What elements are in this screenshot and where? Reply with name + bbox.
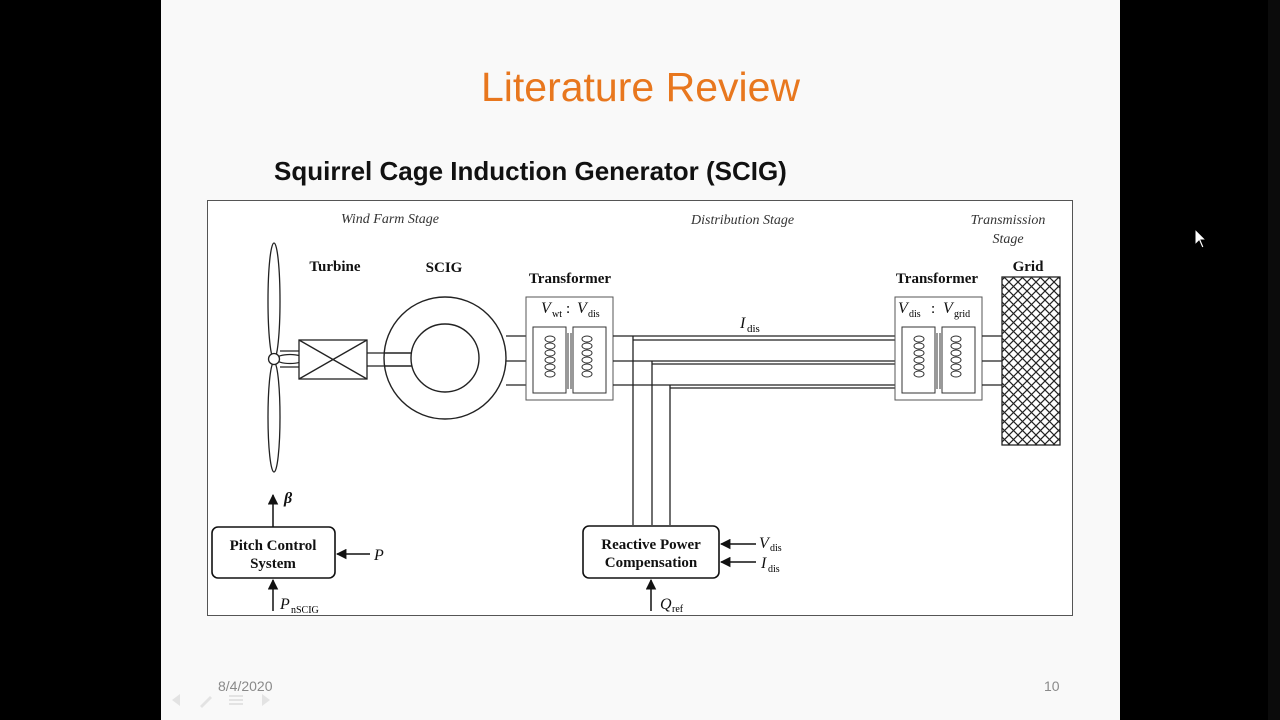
slide-number: 10 [1044,678,1060,694]
transformer1-label: Transformer [529,271,612,287]
transformer2-ratio-v2: V [943,300,955,317]
reactive-power-label-line2: Compensation [605,555,698,571]
slide-title: Literature Review [480,64,801,110]
distribution-stage-label: Distribution Stage [690,213,794,228]
transformer1-ratio-v1: V [541,300,553,317]
wind-turbine-icon [267,242,305,473]
reactive-q-ref-sub: ref [672,604,684,615]
svg-text::: : [566,301,570,317]
transformer2-ratio-v1: V [898,300,910,317]
reactive-q-ref-symbol: Q [660,596,672,613]
grid-icon [1001,276,1061,446]
scig-generator-icon [383,296,507,420]
pitch-power-input-symbol: P [373,547,384,564]
pitch-control-block: Pitch Control System [211,526,336,579]
pitch-control-label-line2: System [250,556,296,572]
reactive-power-label-line1: Reactive Power [601,537,701,553]
pitch-nominal-power-sub: nSCIG [291,605,319,616]
reactive-i-input-symbol: I [760,555,767,572]
menu-icon[interactable] [226,690,246,710]
slide-subtitle: Squirrel Cage Induction Generator (SCIG) [274,156,787,186]
transformer2-ratio-v1-sub: dis [909,309,921,320]
mouse-cursor-icon [1194,228,1208,249]
wind-farm-stage-label: Wind Farm Stage [341,212,439,227]
transformer1-icon: V wt : V dis [525,296,614,401]
slideshow-controls [166,690,276,712]
transformer1-ratio-v2: V [577,300,589,317]
reactive-i-input-sub: dis [768,564,780,575]
window-edge [1268,0,1280,720]
scig-diagram: Wind Farm Stage Distribution Stage Trans… [207,200,1073,616]
transformer2-label: Transformer [896,271,979,287]
pen-icon[interactable] [196,690,216,710]
gearbox-icon [298,339,368,380]
next-slide-icon[interactable] [256,690,276,710]
transformer1-ratio-v2-sub: dis [588,309,600,320]
pitch-angle-symbol: β [283,490,293,507]
transmission-stage-label-line1: Transmission [971,213,1046,228]
scig-label: SCIG [426,260,463,276]
transformer2-icon: V dis : V grid [894,296,983,401]
line-current-sub: dis [747,323,760,335]
footer-date: 8/4/2020 [218,678,273,694]
transmission-stage-label-line2: Stage [992,232,1023,247]
reactive-v-input-symbol: V [759,535,771,552]
line-current-symbol: I [739,315,746,332]
transformer2-ratio-v2-sub: grid [954,309,970,320]
reactive-v-input-sub: dis [770,543,782,554]
pitch-nominal-power-symbol: P [279,596,290,613]
previous-slide-icon[interactable] [166,690,186,710]
reactive-power-compensation-block: Reactive Power Compensation [582,525,720,579]
pitch-control-label-line1: Pitch Control [230,538,317,554]
turbine-label: Turbine [309,259,360,275]
grid-label: Grid [1013,259,1044,275]
svg-text::: : [931,301,935,317]
transformer1-ratio-v1-sub: wt [552,309,562,320]
